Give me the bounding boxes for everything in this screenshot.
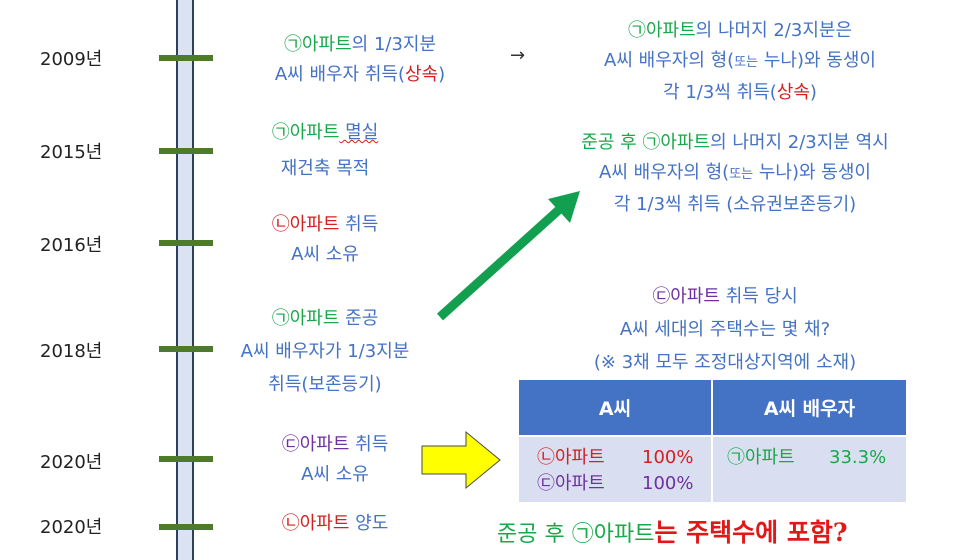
- yellow-arrow-icon: [421, 430, 501, 490]
- apartment-c-label: ㉢아파트: [652, 286, 720, 307]
- apartment-c-label: ㉢아파트: [281, 434, 350, 455]
- year-label: 2009년: [40, 49, 103, 70]
- event-2016: ㉡아파트 취득 A씨 소유: [271, 214, 379, 265]
- final-question: 준공 후 ㉠아파트는 주택수에 포함?: [497, 518, 848, 547]
- green-arrow-icon: [436, 191, 580, 321]
- timeline-tick: [159, 524, 213, 530]
- event-2020-a: ㉢아파트 취득 A씨 소유: [281, 434, 389, 485]
- event-2009-right: ㉠아파트의 나머지 2/3지분은 A씨 배우자의 형(또는 누나)와 동생이 각…: [604, 20, 876, 103]
- year-label: 2018년: [40, 341, 103, 362]
- apartment-a-label: ㉠아파트: [283, 34, 352, 55]
- column-header-a: A씨: [519, 380, 713, 436]
- year-label: 2020년: [40, 517, 103, 538]
- apartment-b-label: ㉡아파트: [271, 214, 340, 235]
- apartment-a-label: ㉠아파트: [571, 522, 655, 547]
- event-2009: ㉠아파트의 1/3지분 A씨 배우자 취득(상속): [274, 34, 446, 85]
- apartment-a-label: ㉠아파트: [642, 132, 711, 153]
- timeline-tick: [159, 55, 213, 61]
- timeline-tick: [159, 240, 213, 246]
- apartment-a-label: ㉠아파트: [727, 447, 795, 468]
- event-2015: ㉠아파트 멸실 재건축 목적: [271, 122, 379, 179]
- apartment-a-label: ㉠아파트: [271, 122, 340, 143]
- column-header-spouse: A씨 배우자: [712, 380, 906, 436]
- timeline-bar: [176, 0, 194, 560]
- apartment-b-label: ㉡아파트: [537, 447, 605, 468]
- year-label: 2016년: [40, 235, 103, 256]
- event-2018: ㉠아파트 준공 A씨 배우자가 1/3지분 취득(보존등기): [240, 308, 410, 395]
- apartment-a-label: ㉠아파트: [627, 20, 696, 41]
- timeline-tick: [159, 148, 213, 154]
- year-label: 2015년: [40, 142, 103, 163]
- arrow-right-icon: →: [510, 45, 526, 66]
- question-box: ㉢아파트 취득 당시 A씨 세대의 주택수는 몇 채? (※ 3채 모두 조정대…: [593, 286, 857, 373]
- apartment-b-label: ㉡아파트: [281, 513, 350, 534]
- timeline-tick: [159, 346, 213, 352]
- timeline-tick: [159, 456, 213, 462]
- event-2018-right: 준공 후 ㉠아파트의 나머지 2/3지분 역시 A씨 배우자의 형(또는 누나)…: [581, 132, 889, 215]
- apartment-a-label: ㉠아파트: [271, 308, 340, 329]
- event-2020-b: ㉡아파트 양도: [281, 513, 389, 534]
- apartment-c-label: ㉢아파트: [537, 473, 605, 494]
- year-label: 2020년: [40, 452, 103, 473]
